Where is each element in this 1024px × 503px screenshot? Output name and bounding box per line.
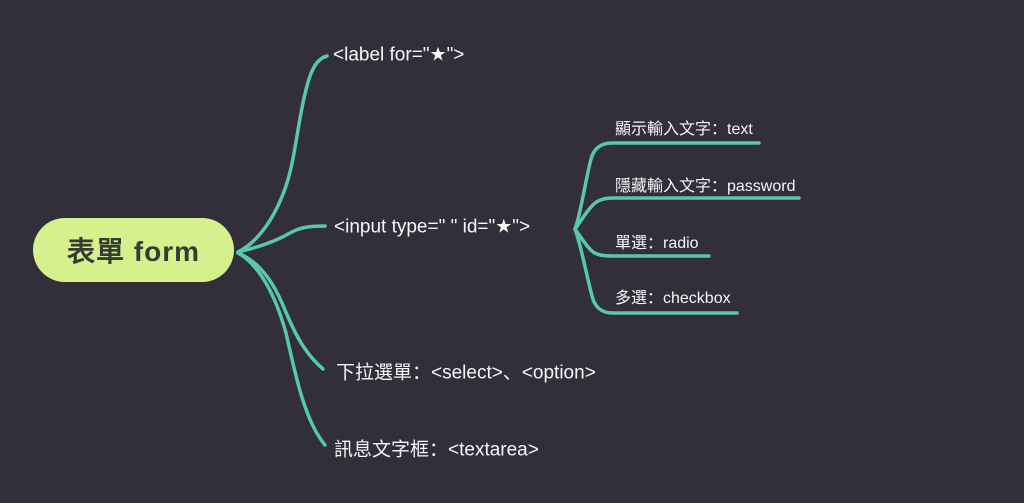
root-node-form[interactable]: 表單 form (33, 218, 234, 282)
edge-root-input (236, 224, 327, 254)
subnode-input-radio[interactable]: 單選：radio (615, 235, 699, 252)
subnode-input-password[interactable]: 隱藏輸入文字：password (615, 178, 796, 195)
edge-input-radio (573, 227, 711, 258)
subnode-input-text[interactable]: 顯示輸入文字：text (615, 121, 753, 138)
edge-root-select (236, 251, 325, 371)
edge-input-checkbox (573, 227, 739, 315)
root-node-label: 表單 form (66, 236, 200, 267)
branch-node-label-tag[interactable]: <label for="★"> (333, 44, 465, 66)
edge-input-text (573, 141, 761, 231)
subnode-input-checkbox[interactable]: 多選：checkbox (615, 290, 731, 307)
branch-node-input-tag[interactable]: <input type=" " id="★"> (334, 216, 531, 238)
branch-node-select-tag[interactable]: 下拉選單：<select>、<option> (336, 362, 596, 384)
edge-root-label (236, 54, 329, 254)
branch-node-textarea-tag[interactable]: 訊息文字框：<textarea> (334, 439, 539, 461)
edge-root-textarea (236, 251, 327, 447)
edge-input-password (573, 196, 801, 231)
